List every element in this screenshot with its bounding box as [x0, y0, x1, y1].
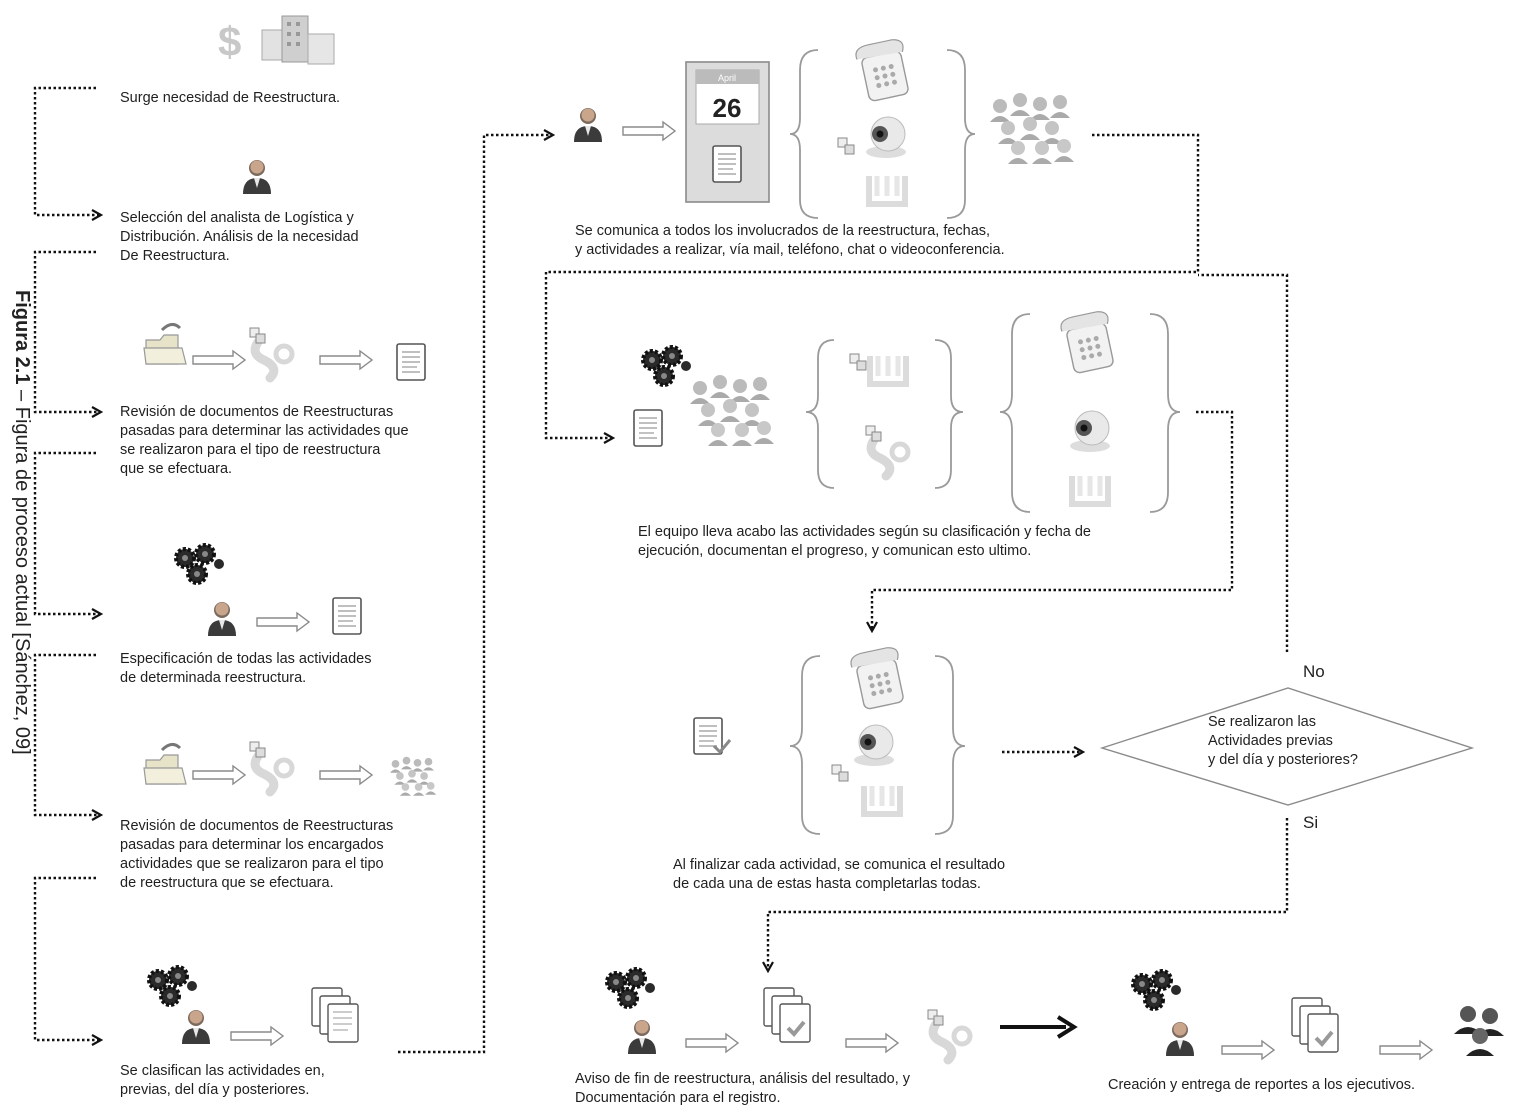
hollow-arrow	[622, 121, 676, 141]
gears-icon	[147, 965, 199, 1007]
step-text: Se comunica a todos los involucrados de …	[575, 223, 1005, 258]
chat-icon	[250, 328, 292, 378]
webcam-icon	[865, 116, 907, 159]
brace	[789, 49, 819, 219]
connector	[33, 653, 100, 815]
team-icon	[690, 375, 774, 446]
brace	[946, 49, 976, 219]
chat-icon	[866, 426, 908, 476]
documents-check-icon	[762, 986, 812, 1044]
step-text: Al finalizar cada actividad, se comunica…	[673, 857, 1006, 892]
folder-icon	[142, 322, 188, 366]
connector	[398, 135, 552, 1054]
decision-text: Se realizaron las Actividades previas y …	[1208, 714, 1358, 768]
brace	[805, 339, 835, 489]
mail-icon	[870, 356, 906, 384]
chat-small-icon	[849, 353, 867, 371]
hollow-arrow	[1221, 1040, 1275, 1060]
gears-icon	[641, 345, 693, 387]
executives-icon	[1454, 1006, 1504, 1056]
brace	[789, 655, 821, 835]
hollow-arrow	[192, 350, 246, 370]
step-text: Revisión de documentos de Reestructuras …	[120, 818, 394, 891]
document-icon	[332, 597, 362, 635]
hollow-arrow	[1379, 1040, 1433, 1060]
person-icon	[574, 108, 602, 142]
connector	[33, 250, 100, 412]
hollow-arrow	[230, 1026, 284, 1046]
person-icon	[628, 1020, 656, 1054]
gears-icon	[1131, 969, 1183, 1011]
document-check-icon	[693, 717, 732, 755]
connector	[33, 876, 100, 1040]
decision-diamond	[1099, 687, 1475, 806]
document-icon	[712, 145, 742, 183]
hollow-arrow	[319, 765, 373, 785]
step-text: El equipo lleva acabo las actividades se…	[638, 524, 1091, 559]
person-icon	[243, 160, 271, 194]
brace	[999, 313, 1031, 513]
step-text: Selección del analista de Logística y Di…	[120, 210, 359, 264]
step-text: Revisión de documentos de Reestructuras …	[120, 404, 409, 477]
step-text: Se clasifican las actividades en, previa…	[120, 1063, 325, 1098]
person-icon	[1166, 1022, 1194, 1056]
mail-icon	[869, 176, 905, 204]
hollow-arrow	[256, 612, 310, 632]
gears-icon	[174, 543, 226, 585]
brace	[934, 655, 966, 835]
chat-icon	[928, 1010, 970, 1060]
person-icon	[182, 1010, 210, 1044]
chat-small-icon	[831, 764, 849, 782]
documents-icon	[311, 987, 359, 1043]
step-text: Surge necesidad de Reestructura.	[120, 90, 341, 106]
step-text: Creación y entrega de reportes a los eje…	[1108, 1077, 1416, 1093]
connector	[768, 818, 1289, 970]
mail-icon	[1072, 476, 1108, 504]
chat-icon	[250, 742, 292, 792]
connector	[872, 410, 1234, 630]
webcam-icon	[853, 724, 895, 767]
phone-icon	[848, 645, 905, 711]
document-icon	[633, 409, 663, 447]
hollow-arrow	[319, 350, 373, 370]
documents-check-icon	[1290, 996, 1340, 1054]
arrow-icon	[1056, 1015, 1078, 1039]
hollow-arrow	[685, 1033, 739, 1053]
connector	[544, 133, 1200, 438]
calendar-icon: April 26	[685, 61, 770, 203]
hollow-arrow	[845, 1033, 899, 1053]
svg-text:26: 26	[713, 93, 742, 123]
mail-icon	[864, 786, 900, 814]
svg-text:$: $	[218, 18, 241, 65]
gears-icon	[605, 967, 657, 1009]
decision-yes-label: Si	[1303, 813, 1319, 832]
chat-small-icon	[837, 137, 855, 155]
team-icon	[990, 93, 1074, 164]
document-icon	[396, 343, 426, 381]
hollow-arrow	[192, 765, 246, 785]
folder-icon	[142, 742, 188, 786]
decision-no-label: No	[1303, 662, 1325, 681]
person-icon	[208, 602, 236, 636]
step-text: Especificación de todas las actividades …	[120, 651, 372, 686]
svg-text:April: April	[718, 73, 736, 83]
connector	[33, 451, 100, 614]
dollar-building-icon: $	[218, 15, 335, 65]
team-icon	[390, 756, 437, 796]
connector	[33, 86, 100, 215]
brace	[1149, 313, 1181, 513]
connector	[1198, 273, 1289, 652]
phone-icon	[1058, 309, 1115, 375]
webcam-icon	[1069, 410, 1111, 453]
phone-icon	[853, 37, 910, 103]
step-text: Aviso de fin de reestructura, análisis d…	[575, 1071, 911, 1106]
brace	[934, 339, 964, 489]
